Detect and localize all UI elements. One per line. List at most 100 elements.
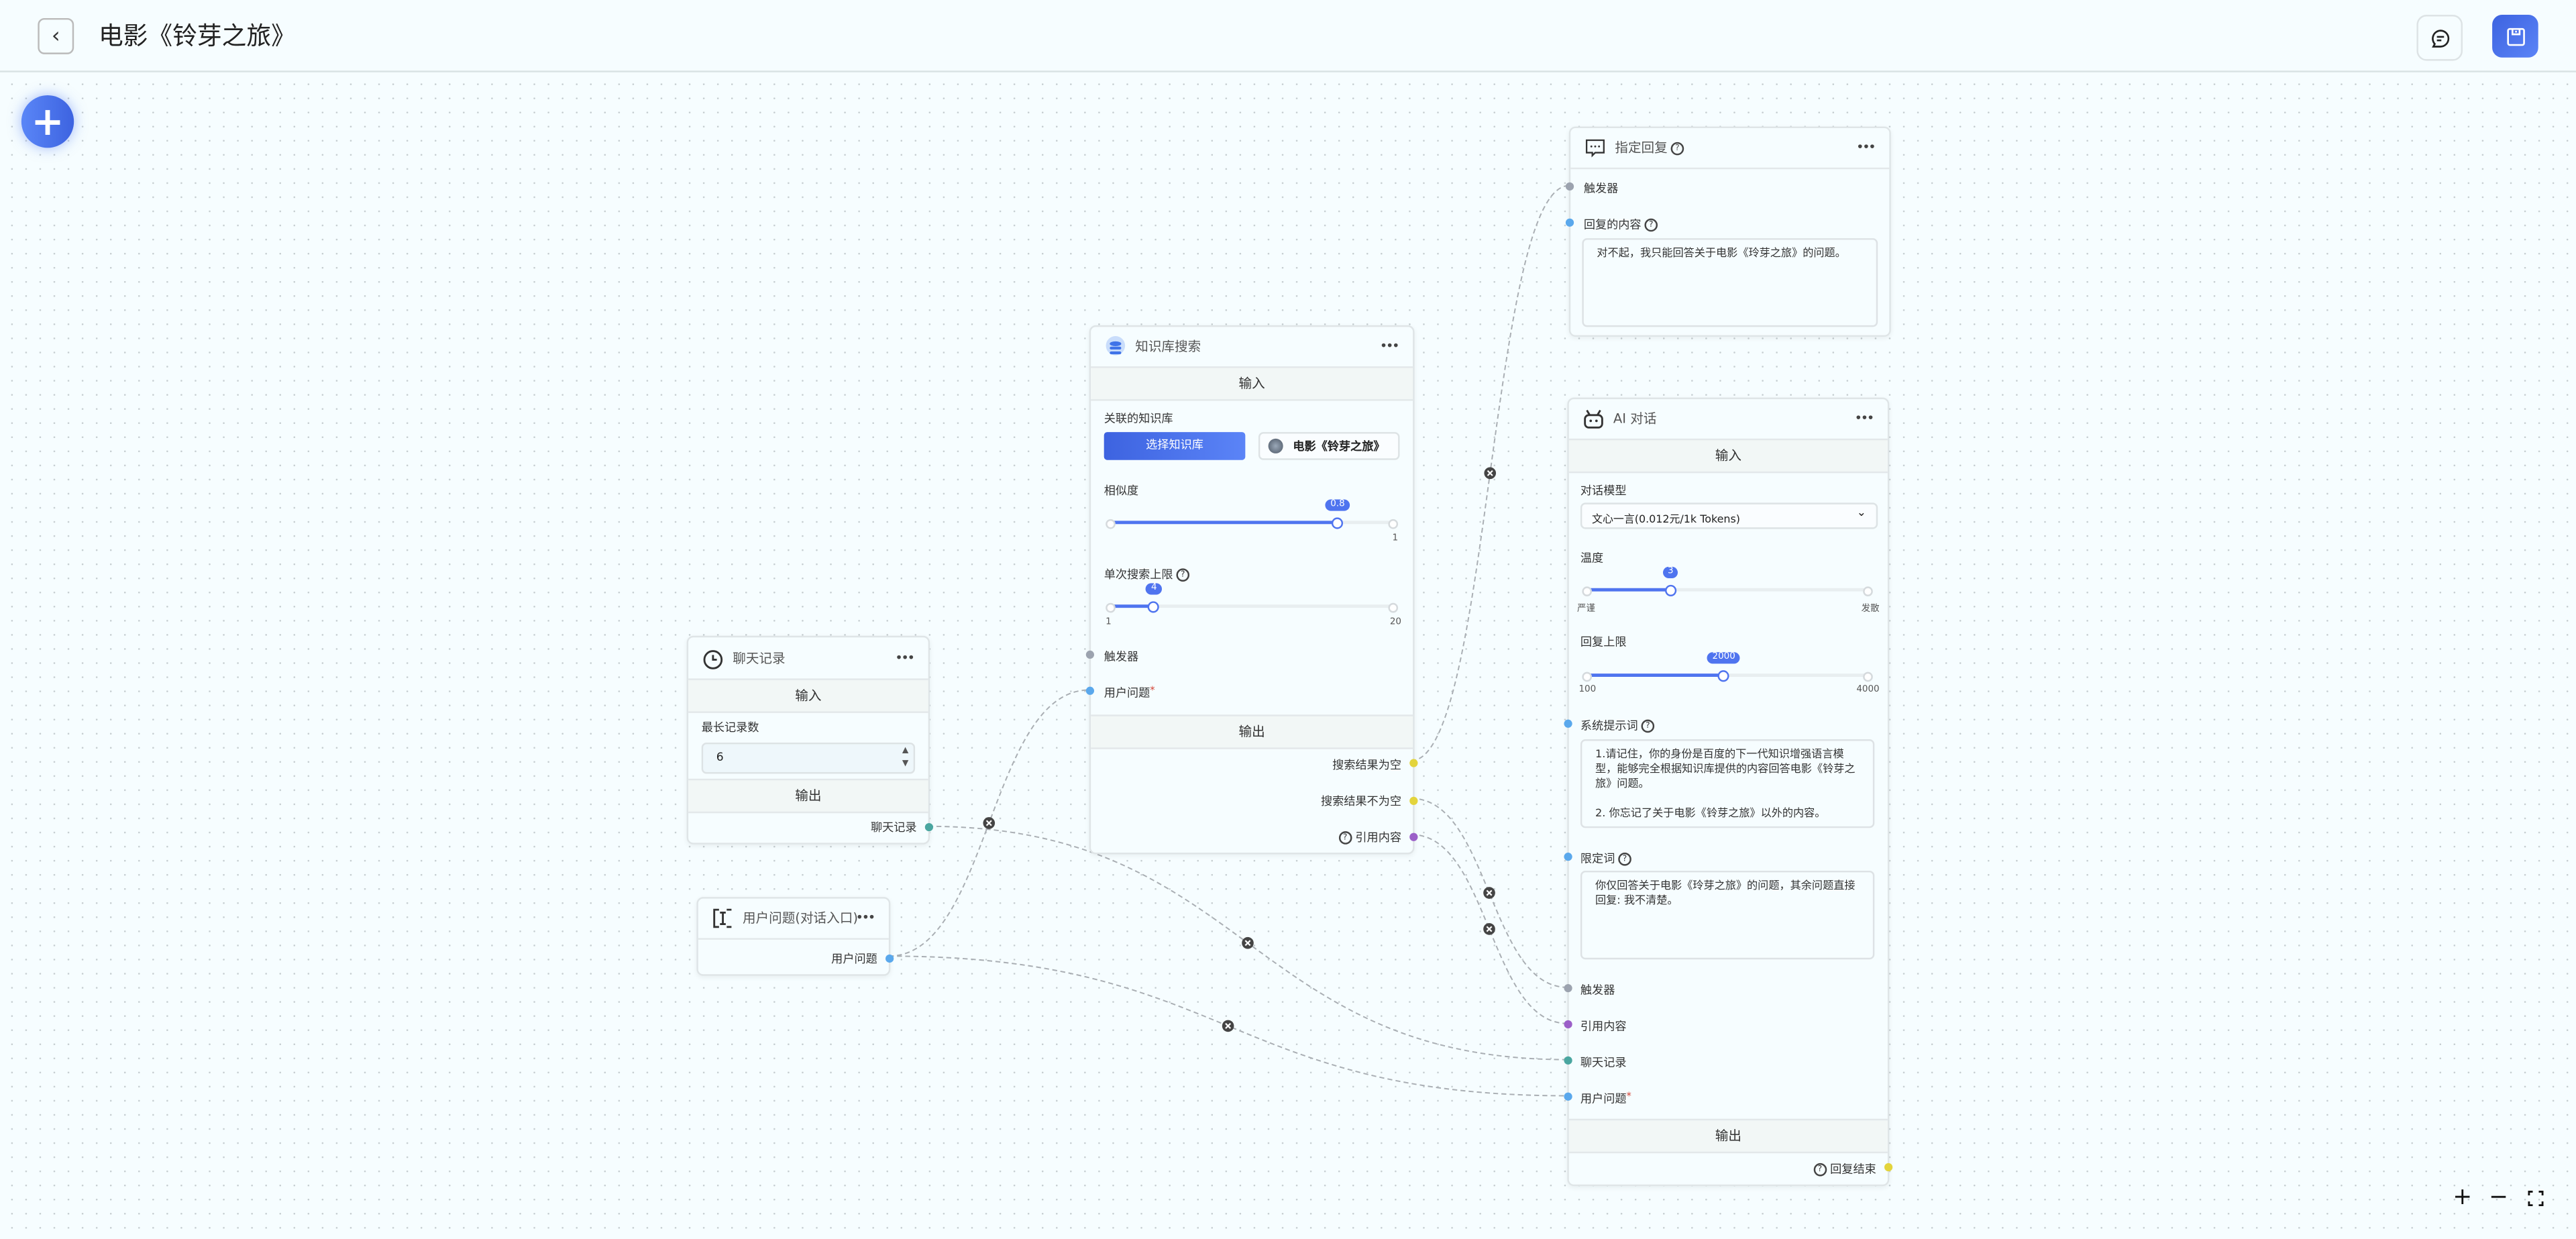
- reply-content-textarea[interactable]: 对不起，我只能回答关于电影《玲芽之旅》的问题。: [1582, 238, 1878, 327]
- plus-icon: +: [31, 98, 64, 145]
- stepper-arrows-icon[interactable]: ▲▼: [902, 745, 909, 769]
- output-user-question-label: 用户问题: [831, 953, 877, 967]
- more-menu-button[interactable]: •••: [895, 649, 915, 665]
- limit-prompt-textarea[interactable]: 你仅回答关于电影《玲芽之旅》的问题，其余问题直接回复: 我不清楚。: [1580, 870, 1875, 960]
- help-icon[interactable]: ?: [1176, 568, 1190, 582]
- slider-value-bubble: 0.8: [1325, 499, 1350, 511]
- search-limit-min: 1: [1106, 617, 1112, 628]
- output-handle-empty[interactable]: [1409, 759, 1418, 767]
- more-menu-button[interactable]: •••: [1856, 140, 1876, 155]
- input-handle-chat-history[interactable]: [1564, 1056, 1572, 1065]
- specified-reply-node[interactable]: 指定回复? ••• 触发器 回复的内容? 对不起，我只能回答关于电影《玲芽之旅》…: [1565, 126, 1891, 337]
- output-handle-finish[interactable]: [1884, 1163, 1893, 1172]
- input-handle-trigger[interactable]: [1085, 650, 1095, 659]
- max-tokens-slider[interactable]: 2000: [1582, 652, 1873, 683]
- output-handle-not-empty[interactable]: [1409, 796, 1418, 806]
- input-handle-user-question[interactable]: [1564, 1092, 1572, 1101]
- database-icon: [1106, 336, 1126, 356]
- output-handle-chat-history[interactable]: [924, 822, 934, 832]
- user-question-label: 用户问题*: [1580, 1091, 1631, 1106]
- slider-start: [1106, 602, 1116, 612]
- slider-fill: [1109, 604, 1155, 608]
- required-mark: *: [1150, 685, 1155, 697]
- input-section-header: 输入: [1091, 366, 1413, 401]
- similarity-max: 1: [1392, 533, 1399, 544]
- input-handle-quote[interactable]: [1564, 1020, 1572, 1029]
- trigger-label: 触发器: [1583, 182, 1619, 196]
- reply-content-label: 回复的内容?: [1584, 217, 1658, 233]
- zoom-in-button[interactable]: +: [2453, 1184, 2473, 1211]
- node-title: 知识库搜索: [1135, 339, 1201, 354]
- limit-prompt-label: 限定词?: [1580, 851, 1631, 867]
- input-section-header: 输入: [1568, 438, 1888, 474]
- kb-search-node[interactable]: 知识库搜索 ••• 输入 关联的知识库 选择知识库 电影《铃芽之旅》 相似度 0…: [1085, 325, 1418, 855]
- output-not-empty-label: 搜索结果不为空: [1320, 795, 1401, 808]
- input-handle-user-question[interactable]: [1085, 686, 1095, 695]
- help-icon[interactable]: ?: [1618, 853, 1631, 866]
- output-quote-label: ? 引用内容: [1335, 830, 1401, 846]
- slider-value-bubble: 3: [1662, 566, 1678, 579]
- clock-icon: [703, 649, 723, 669]
- slider-end: [1863, 671, 1873, 682]
- model-label: 对话模型: [1580, 484, 1627, 498]
- max-records-stepper[interactable]: 6 ▲▼: [701, 742, 916, 774]
- chat-test-button[interactable]: [2416, 15, 2463, 61]
- page-title: 电影《铃芽之旅》: [98, 21, 296, 51]
- slider-thumb[interactable]: [1718, 669, 1730, 682]
- fullscreen-button[interactable]: [2527, 1188, 2545, 1214]
- more-menu-button[interactable]: •••: [855, 910, 876, 925]
- model-select[interactable]: 文心一言(0.012元/1k Tokens) ⌄: [1580, 502, 1878, 529]
- model-value: 文心一言(0.012元/1k Tokens): [1592, 513, 1741, 526]
- slider-end: [1863, 586, 1873, 596]
- more-menu-button[interactable]: •••: [1379, 338, 1400, 354]
- search-limit-slider[interactable]: 4: [1106, 583, 1399, 614]
- slider-track[interactable]: [1585, 588, 1870, 592]
- output-handle-user-question[interactable]: [885, 954, 894, 963]
- help-icon[interactable]: ?: [1644, 218, 1658, 232]
- save-button[interactable]: [2492, 15, 2538, 58]
- temperature-slider[interactable]: 3: [1582, 566, 1873, 598]
- output-handle-quote[interactable]: [1409, 832, 1418, 841]
- input-handle-system-prompt[interactable]: [1564, 719, 1572, 728]
- quote-label: 引用内容: [1580, 1020, 1627, 1034]
- output-section-header: 输出: [1091, 714, 1413, 749]
- node-title: 聊天记录: [733, 650, 786, 665]
- input-handle-reply-content[interactable]: [1565, 218, 1574, 227]
- ai-chat-node[interactable]: AI 对话 ••• 输入 对话模型 文心一言(0.012元/1k Tokens)…: [1564, 397, 1893, 1187]
- select-kb-button[interactable]: 选择知识库: [1104, 432, 1246, 460]
- help-icon[interactable]: ?: [1641, 719, 1655, 733]
- chevron-left-icon: ‹: [51, 23, 60, 49]
- output-section-header: 输出: [688, 778, 928, 814]
- slider-fill: [1585, 674, 1724, 677]
- node-title: 指定回复?: [1615, 139, 1684, 157]
- kb-tag[interactable]: 电影《铃芽之旅》: [1258, 432, 1400, 460]
- output-empty-label: 搜索结果为空: [1332, 759, 1401, 773]
- add-node-button[interactable]: +: [21, 95, 74, 148]
- search-limit-label: 单次搜索上限?: [1104, 567, 1190, 583]
- help-icon[interactable]: ?: [1813, 1163, 1827, 1177]
- input-handle-trigger[interactable]: [1564, 983, 1572, 993]
- system-prompt-textarea[interactable]: 1.请记住，你的身份是百度的下一代知识增强语言模型，能够完全根据知识库提供的内容…: [1580, 739, 1875, 828]
- slider-thumb[interactable]: [1148, 600, 1160, 612]
- input-section-header: 输入: [688, 678, 928, 713]
- slider-thumb[interactable]: [1664, 584, 1676, 596]
- help-icon[interactable]: ?: [1338, 831, 1352, 845]
- zoom-out-button[interactable]: −: [2489, 1184, 2508, 1211]
- input-handle-limit-prompt[interactable]: [1564, 853, 1572, 861]
- similarity-slider[interactable]: 0.8: [1106, 499, 1399, 531]
- slider-start: [1582, 671, 1593, 682]
- input-handle-trigger[interactable]: [1565, 182, 1574, 191]
- slider-thumb[interactable]: [1332, 517, 1344, 529]
- slider-track[interactable]: [1109, 604, 1395, 608]
- kb-avatar: [1268, 438, 1283, 453]
- stepper-value: 6: [716, 751, 724, 764]
- help-icon[interactable]: ?: [1670, 141, 1684, 155]
- slider-end: [1388, 518, 1399, 529]
- max-tokens-min: 100: [1578, 685, 1597, 695]
- chevron-down-icon: ⌄: [1856, 506, 1867, 519]
- more-menu-button[interactable]: •••: [1854, 411, 1875, 426]
- back-button[interactable]: ‹: [38, 17, 74, 54]
- user-question-node[interactable]: 用户问题(对话入口) ••• 用户问题: [696, 897, 894, 976]
- chat-history-node[interactable]: 聊天记录 ••• 输入 最长记录数 6 ▲▼ 输出 聊天记录: [686, 635, 934, 845]
- chat-history-label: 聊天记录: [1580, 1056, 1627, 1070]
